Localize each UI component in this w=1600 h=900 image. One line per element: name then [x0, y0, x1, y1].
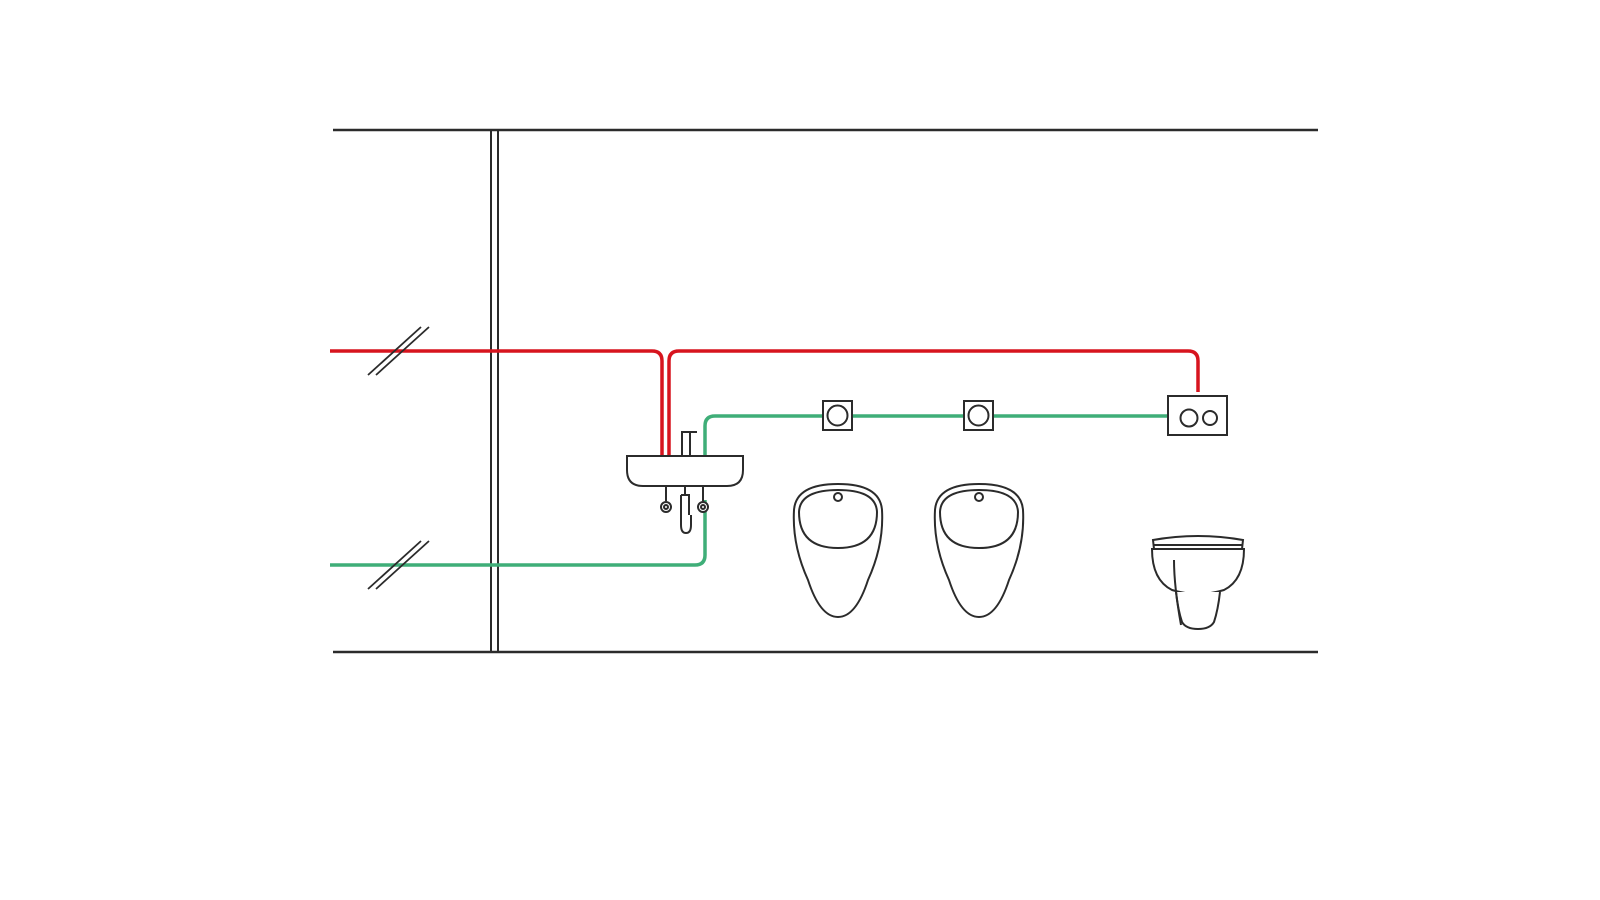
partition-wall: [490, 130, 499, 652]
double-slash-break-icon: [367, 326, 430, 376]
wall-hung-toilet-icon: [1150, 535, 1246, 631]
urinal-icon: [792, 482, 884, 619]
single-flush-plate-icon: [822, 400, 853, 431]
washbasin-icon: [626, 431, 744, 535]
double-slash-break-icon: [367, 540, 430, 590]
urinal-icon: [933, 482, 1025, 619]
single-flush-plate-icon: [963, 400, 994, 431]
cold-water-pipe: [330, 414, 1168, 567]
dual-flush-plate-icon: [1167, 395, 1228, 436]
hot-water-pipe: [330, 349, 1200, 485]
